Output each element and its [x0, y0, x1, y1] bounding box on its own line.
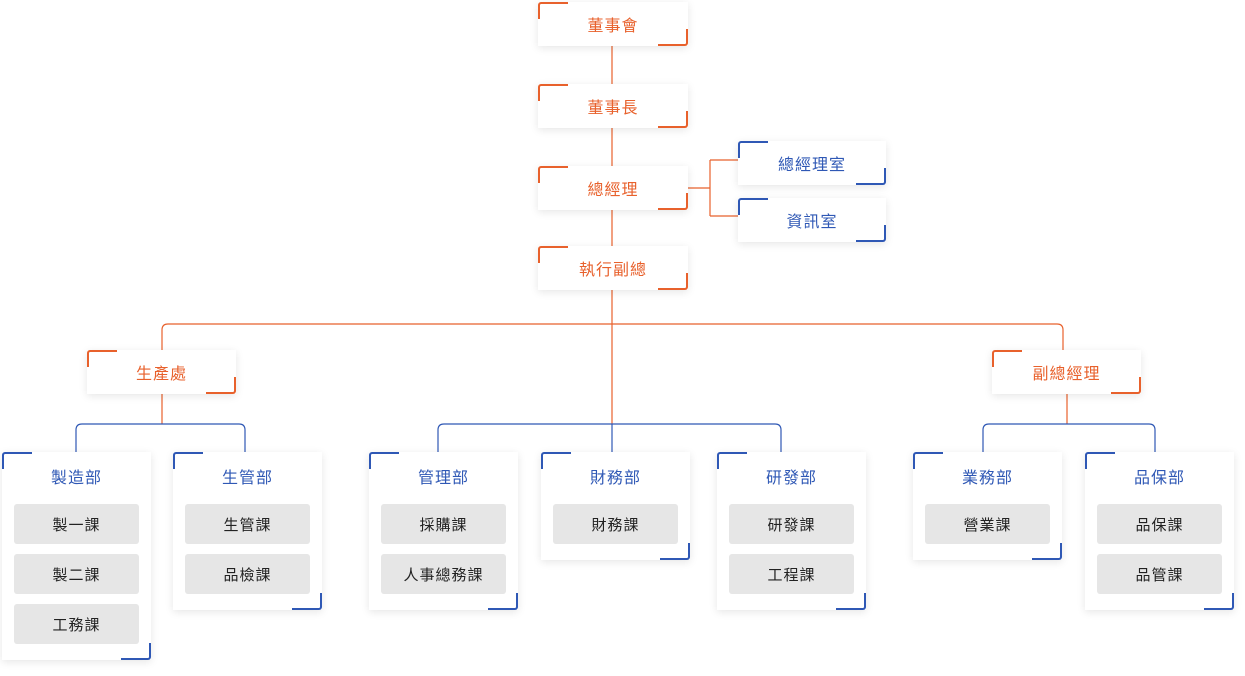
bracket-corner	[856, 168, 886, 185]
bracket-corner	[658, 29, 688, 46]
gm-label: 總經理	[587, 180, 639, 199]
bracket-corner	[913, 452, 943, 469]
board-label: 董事會	[587, 16, 639, 35]
bracket-corner	[87, 350, 117, 367]
bracket-corner	[541, 452, 571, 469]
it-office-label: 資訊室	[786, 212, 838, 231]
dept-title: 研發部	[765, 468, 817, 487]
dept-title: 品保部	[1133, 468, 1185, 487]
bracket-corner	[538, 166, 568, 183]
section-item: 採購課	[381, 504, 506, 544]
line-gm-offices	[688, 159, 738, 217]
section-item: 財務課	[553, 504, 678, 544]
section-item: 研發課	[729, 504, 854, 544]
evp-label: 執行副總	[578, 260, 647, 279]
deputy-gm-label: 副總經理	[1032, 364, 1101, 383]
deputy-gm-node: 副總經理	[992, 350, 1141, 394]
dept-manufacturing: 製造部 製一課 製二課 工務課	[2, 452, 151, 660]
dept-production-control: 生管部 生管課 品檢課	[173, 452, 322, 610]
bracket-corner	[173, 452, 203, 469]
bracket-corner	[369, 452, 399, 469]
production-node: 生產處	[87, 350, 236, 394]
gm-office-label: 總經理室	[777, 155, 846, 174]
section-item: 品保課	[1097, 504, 1222, 544]
gm-office-node: 總經理室	[738, 141, 886, 185]
dept-title: 製造部	[50, 468, 102, 487]
chairman-node: 董事長	[538, 84, 688, 128]
dept-title: 管理部	[417, 468, 469, 487]
dept-title: 財務部	[589, 468, 641, 487]
bracket-corner	[538, 2, 568, 19]
bracket-corner	[292, 593, 322, 610]
bracket-corner	[992, 350, 1022, 367]
section-item: 營業課	[925, 504, 1050, 544]
bracket-corner	[738, 198, 768, 215]
evp-node: 執行副總	[538, 246, 688, 290]
dept-title: 生管部	[221, 468, 273, 487]
it-office-node: 資訊室	[738, 198, 886, 242]
bracket-corner	[658, 273, 688, 290]
bracket-corner	[1085, 452, 1115, 469]
production-label: 生產處	[135, 364, 187, 383]
bracket-corner	[206, 377, 236, 394]
dept-title: 業務部	[961, 468, 1013, 487]
section-item: 工務課	[14, 604, 139, 644]
bracket-corner	[488, 593, 518, 610]
section-item: 製二課	[14, 554, 139, 594]
bracket-corner	[538, 246, 568, 263]
bracket-corner	[1111, 377, 1141, 394]
dept-sales: 業務部 營業課	[913, 452, 1062, 560]
bracket-corner	[717, 452, 747, 469]
dept-finance: 財務部 財務課	[541, 452, 690, 560]
bracket-corner	[121, 643, 151, 660]
board-node: 董事會	[538, 2, 688, 46]
gm-node: 總經理	[538, 166, 688, 210]
section-item: 製一課	[14, 504, 139, 544]
section-item: 品檢課	[185, 554, 310, 594]
line-deputy-depts	[982, 423, 1156, 452]
bracket-corner	[1204, 593, 1234, 610]
bracket-corner	[658, 111, 688, 128]
bracket-corner	[660, 543, 690, 560]
section-item: 人事總務課	[381, 554, 506, 594]
bracket-corner	[658, 193, 688, 210]
dept-quality: 品保部 品保課 品管課	[1085, 452, 1234, 610]
dept-management: 管理部 採購課 人事總務課	[369, 452, 518, 610]
dept-rnd: 研發部 研發課 工程課	[717, 452, 866, 610]
bracket-corner	[1032, 543, 1062, 560]
line-center-depts	[437, 423, 782, 452]
section-item: 工程課	[729, 554, 854, 594]
bracket-corner	[2, 452, 32, 469]
section-item: 品管課	[1097, 554, 1222, 594]
chairman-label: 董事長	[587, 98, 639, 117]
line-production-depts	[75, 423, 246, 452]
bracket-corner	[856, 225, 886, 242]
section-item: 生管課	[185, 504, 310, 544]
bracket-corner	[538, 84, 568, 101]
bracket-corner	[738, 141, 768, 158]
bracket-corner	[836, 593, 866, 610]
